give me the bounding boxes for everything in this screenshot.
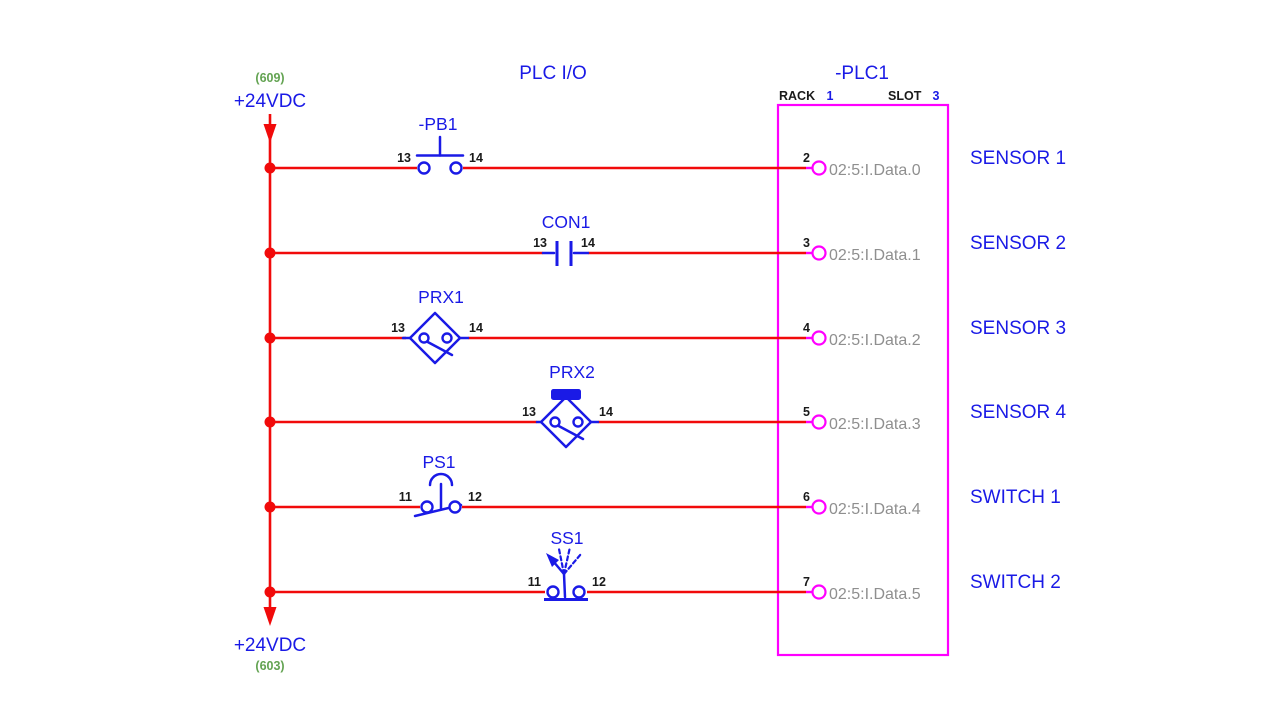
plc-terminal-number: 6 (803, 490, 810, 504)
plc-rack-label: RACK (779, 89, 815, 103)
rung-description: SWITCH 1 (970, 487, 1061, 508)
rung-description: SENSOR 2 (970, 233, 1066, 254)
contact-terminal (546, 585, 560, 599)
rail-arrow-top-icon (263, 124, 277, 143)
plc-terminal-circle[interactable] (811, 245, 827, 261)
selector-position-ray (562, 552, 583, 576)
device-prx2-proximity-symbol[interactable] (535, 389, 600, 449)
device-tag: PRX2 (549, 362, 595, 382)
rung-2: CON1 13 14 3 02:5:I.Data.1 SENSOR 2 (270, 212, 1066, 266)
plc-terminal-circle[interactable] (811, 414, 827, 430)
terminal-label-left: 13 (391, 321, 405, 335)
rung-description: SENSOR 3 (970, 318, 1066, 339)
contact-terminal (549, 416, 561, 428)
sensor-target-plate (551, 389, 581, 400)
contact-terminal (449, 161, 463, 175)
terminal-label-right: 14 (469, 321, 483, 335)
device-tag: -PB1 (419, 114, 458, 134)
sensor-diamond (408, 311, 462, 365)
plc-terminal-circle[interactable] (811, 330, 827, 346)
contact-terminal (572, 585, 586, 599)
plc-card-outline (776, 103, 950, 657)
plc-slot-label: SLOT (888, 89, 922, 103)
contact-terminal (417, 161, 431, 175)
rail-top-label: +24VDC (234, 91, 306, 112)
rung-4: PRX2 13 14 5 02:5:I.Data.3 SENSOR 4 (270, 362, 1067, 449)
selector-position-ray (562, 545, 572, 576)
io-address: 02:5:I.Data.4 (829, 501, 921, 518)
terminal-label-left: 13 (397, 151, 411, 165)
contact-blade (553, 422, 585, 441)
rail-bottom-reference: (603) (255, 659, 284, 673)
rung-description: SENSOR 4 (970, 402, 1067, 423)
terminal-label-right: 14 (599, 405, 613, 419)
plc-terminal-number: 3 (803, 236, 810, 250)
rung-5: PS1 11 12 6 02:5:I.Data.4 SWITCH 1 (270, 452, 1061, 518)
plc-terminal-number: 7 (803, 575, 810, 589)
terminal-label-right: 14 (469, 151, 483, 165)
plc-terminal-number: 5 (803, 405, 810, 419)
io-address: 02:5:I.Data.5 (829, 586, 921, 603)
rung-3: PRX1 13 14 4 02:5:I.Data.2 SENSOR 3 (270, 287, 1066, 365)
device-prx1-proximity-symbol[interactable] (401, 311, 470, 365)
contact-terminal (572, 416, 584, 428)
device-tag: PS1 (422, 452, 455, 472)
power-rail: (609) +24VDC +24VDC (603) (234, 71, 306, 673)
plc-terminal-number: 4 (803, 321, 810, 335)
rail-arrow-bottom-icon (263, 607, 277, 626)
io-address: 02:5:I.Data.2 (829, 332, 921, 349)
io-address: 02:5:I.Data.3 (829, 416, 921, 433)
terminal-label-right: 14 (581, 236, 595, 250)
rail-top-reference: (609) (255, 71, 284, 85)
terminal-label-left: 13 (533, 236, 547, 250)
actuator-stem (562, 572, 567, 599)
contact-blade (422, 338, 454, 357)
contact-terminal (441, 332, 453, 344)
plc-card[interactable]: -PLC1 RACK 1 SLOT 3 (776, 63, 950, 657)
rung-description: SENSOR 1 (970, 148, 1066, 169)
device-pb1-pushbutton-symbol[interactable] (415, 135, 465, 175)
plc-rack-value: 1 (827, 89, 834, 103)
device-tag: PRX1 (418, 287, 464, 307)
pressure-cup (428, 472, 454, 487)
page-title: PLC I/O (519, 63, 587, 84)
selector-arrow-icon (546, 553, 559, 567)
io-address: 02:5:I.Data.1 (829, 247, 921, 264)
plc-name: -PLC1 (835, 63, 889, 84)
contact-terminal (420, 500, 434, 514)
rung-6: SS1 11 12 7 02:5:I.Data.5 SWITCH 2 (270, 528, 1061, 603)
contact-terminal (448, 500, 462, 514)
rung-1: -PB1 13 14 2 02:5:I.Data.0 SENSOR 1 (270, 114, 1066, 179)
terminal-label-right: 12 (468, 490, 482, 504)
device-con1-contact-symbol[interactable] (541, 241, 590, 266)
terminal-label-left: 13 (522, 405, 536, 419)
io-address: 02:5:I.Data.0 (829, 162, 921, 179)
plc-terminal-circle[interactable] (811, 160, 827, 176)
selector-position-ray (557, 547, 566, 576)
rung-description: SWITCH 2 (970, 572, 1061, 593)
plc-slot-value: 3 (933, 89, 940, 103)
terminal-label-left: 11 (528, 575, 541, 589)
device-ss1-selector-switch-symbol[interactable] (544, 545, 588, 601)
terminal-label-left: 11 (399, 490, 412, 504)
device-ps1-pressure-switch-symbol[interactable] (413, 472, 463, 518)
plc-terminal-circle[interactable] (811, 584, 827, 600)
device-tag: CON1 (542, 212, 591, 232)
sensor-diamond (539, 395, 593, 449)
device-tag: SS1 (550, 528, 583, 548)
contact-terminal (418, 332, 430, 344)
terminal-label-right: 12 (592, 575, 606, 589)
plc-terminal-number: 2 (803, 151, 810, 165)
rail-bottom-label: +24VDC (234, 635, 306, 656)
plc-terminal-circle[interactable] (811, 499, 827, 515)
